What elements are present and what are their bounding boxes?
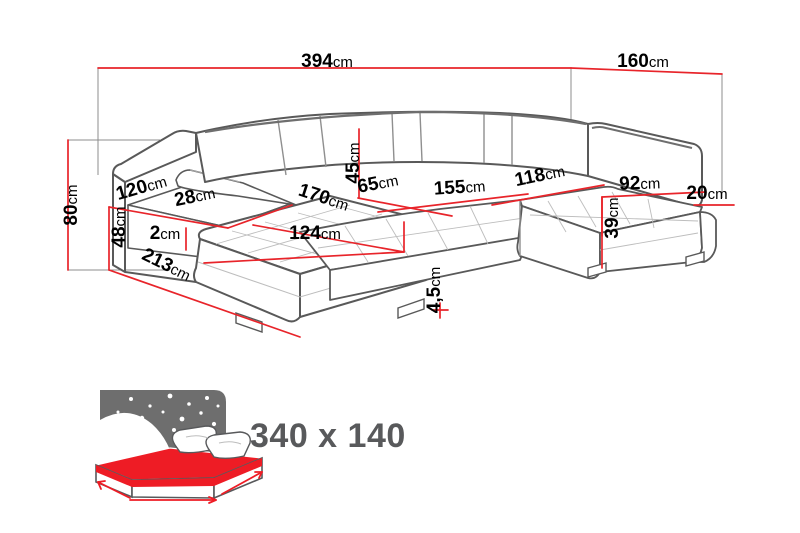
dimline-118: [491, 184, 605, 206]
dimension-label-seat-height: 39cm: [602, 197, 623, 238]
dimline-65: [357, 197, 453, 217]
dimline-155: [377, 193, 529, 213]
dimension-label-middle-seat-width: 155cm: [433, 175, 486, 200]
dimline-120: [108, 206, 229, 229]
dimline-124b: [203, 251, 405, 264]
dimension-label-overall-depth: 160cm: [617, 51, 669, 72]
dimension-lines: [67, 67, 735, 338]
mattress-side-left: [96, 465, 132, 487]
sofa-right-chaise: [516, 122, 717, 280]
pillow-back: [171, 425, 217, 454]
bed-size-label: 340 x 140: [250, 417, 406, 455]
sofa-legs: [235, 251, 705, 333]
sofa-illustration: [112, 110, 717, 333]
dimension-label-left-arm-width: 28cm: [173, 182, 218, 211]
sleeping-area-icon: 340 x 140: [94, 390, 406, 504]
dimension-label-seat-front-gap: 2cm: [150, 223, 181, 244]
sofa-back-cushions: [195, 110, 589, 183]
dimension-label-left-arm-height: 48cm: [109, 206, 130, 247]
dimline-160: [570, 67, 723, 75]
pillow-front: [205, 431, 251, 459]
dimension-label-backrest-height: 45cm: [343, 142, 364, 183]
dimline-170: [252, 224, 405, 253]
dimension-label-overall-width: 394cm: [301, 51, 353, 72]
mattress-side-front: [132, 478, 214, 487]
dimension-label-overall-height: 80cm: [61, 184, 82, 225]
dimline-28: [227, 204, 293, 229]
dimension-label-leg-height: 4,5cm: [424, 267, 445, 313]
bed-dimension-arrows: [97, 471, 263, 504]
dimension-label-seat-depth: 65cm: [356, 169, 400, 197]
dimline-213: [108, 269, 301, 338]
dimension-label-chaise-seat-width: 124cm: [289, 223, 341, 244]
dimension-label-right-arm-width: 20cm: [686, 183, 727, 204]
mattress-side-right: [214, 458, 262, 486]
dimline-92: [601, 191, 707, 198]
dimension-label-right-chaise-width: 92cm: [619, 172, 661, 194]
